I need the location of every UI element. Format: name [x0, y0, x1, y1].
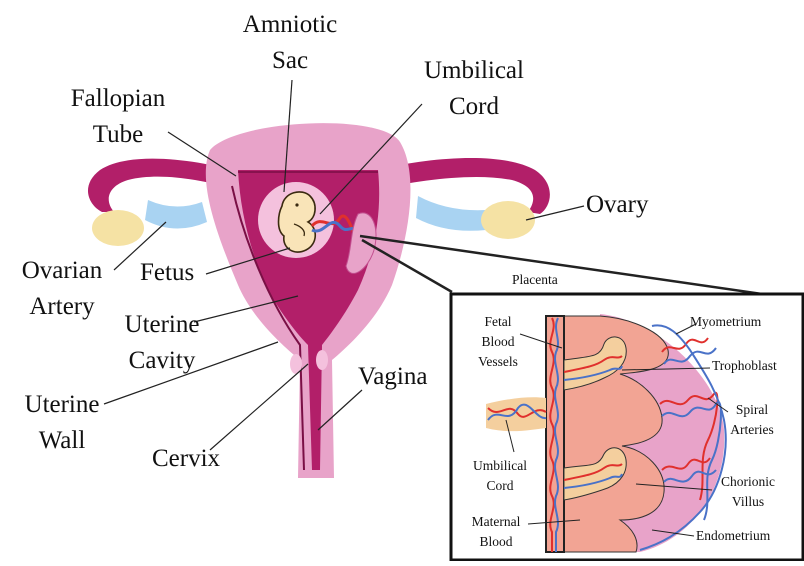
label-fallopian-tube-line2: Tube — [93, 121, 144, 148]
label-inset-umbilical-line2: Cord — [487, 478, 514, 493]
label-maternal-line1: Maternal — [472, 514, 521, 529]
label-maternal-line2: Blood — [479, 534, 512, 549]
label-chorionic-line2: Villus — [732, 494, 764, 509]
label-spiral-line1: Spiral — [736, 402, 768, 417]
ovary-left — [92, 210, 144, 246]
ovarian-artery-right — [416, 196, 486, 231]
label-fetal-line3: Vessels — [478, 354, 518, 369]
label-amniotic-sac-line1: Amniotic — [243, 11, 337, 38]
label-uterine-cavity-line1: Uterine — [125, 311, 200, 338]
label-amniotic-sac-line2: Sac — [272, 47, 308, 74]
ovarian-artery-left — [145, 200, 207, 229]
label-fetal-line1: Fetal — [485, 314, 512, 329]
label-fetal-line2: Blood — [481, 334, 514, 349]
inset-title: Placenta — [512, 272, 558, 287]
label-myometrium: Myometrium — [690, 314, 762, 329]
label-cervix: Cervix — [152, 445, 221, 472]
label-umbilical-cord-line2: Cord — [449, 93, 500, 120]
label-uterine-wall-line1: Uterine — [25, 391, 100, 418]
label-uterine-cavity-line2: Cavity — [129, 347, 196, 374]
label-ovary: Ovary — [586, 191, 649, 218]
label-ovarian-artery-line2: Artery — [29, 293, 95, 320]
leader-cervix — [210, 364, 308, 450]
label-chorionic-line1: Chorionic — [721, 474, 775, 489]
label-spiral-line2: Arteries — [730, 422, 773, 437]
label-ovarian-artery-line1: Ovarian — [22, 257, 103, 284]
label-inset-umbilical-line1: Umbilical — [473, 458, 527, 473]
label-umbilical-cord-line1: Umbilical — [424, 57, 524, 84]
placenta-inset: Placenta — [451, 272, 803, 560]
fetus-eye — [295, 203, 298, 206]
cervix-right — [316, 350, 328, 370]
label-uterine-wall-line2: Wall — [39, 427, 86, 454]
label-endometrium: Endometrium — [696, 528, 771, 543]
label-fallopian-tube-line1: Fallopian — [71, 85, 166, 112]
label-vagina: Vagina — [358, 363, 427, 390]
zoom-line-top — [360, 236, 804, 300]
label-fetus: Fetus — [140, 259, 194, 286]
label-trophoblast: Trophoblast — [712, 358, 777, 373]
